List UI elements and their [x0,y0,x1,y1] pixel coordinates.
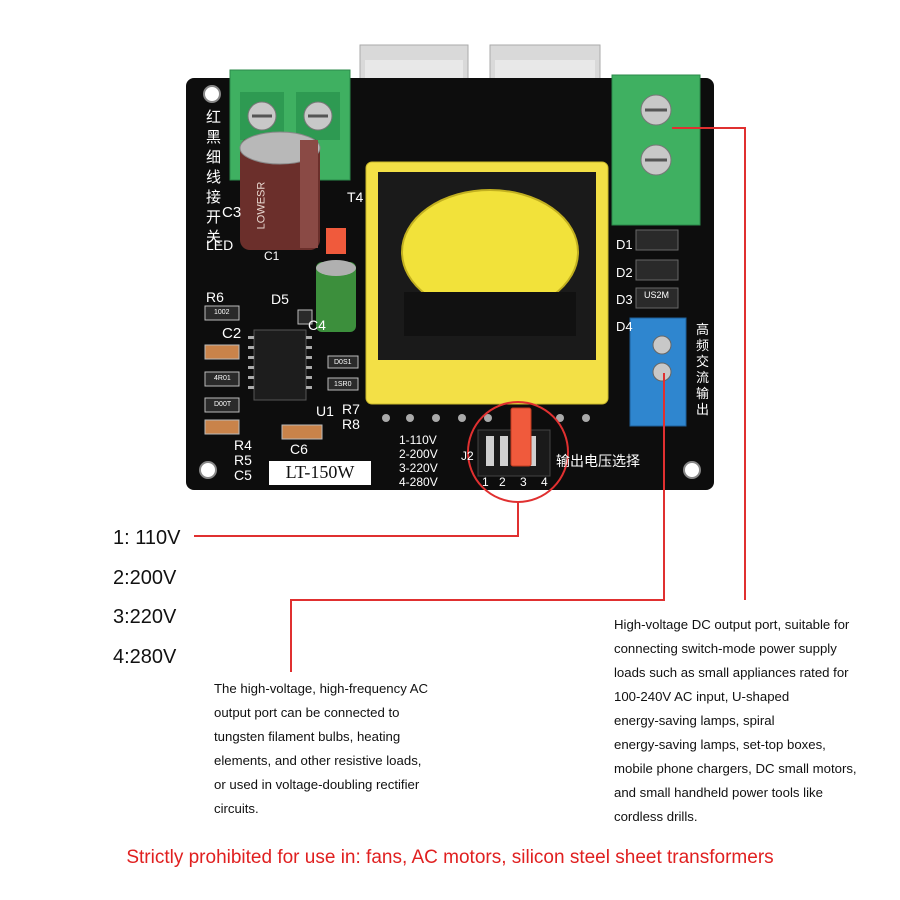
smd-code-6: US2M [644,290,670,300]
label-d5: D5 [271,291,289,307]
right-vertical-label: 高频交流输出 [695,322,709,417]
voltage-table-4: 4-280V [399,475,438,489]
voltage-option-3: 3:220V [113,606,177,628]
label-r8: R8 [342,416,360,432]
pin-number-3: 3 [520,475,527,489]
ic-chip [248,329,312,401]
voltage-option-4: 4:280V [113,646,177,668]
label-d4: D4 [616,319,633,334]
label-u1: U1 [316,403,334,419]
model-label: LT-150W [285,462,355,482]
model-label-box [267,459,373,487]
label-c4: C4 [308,317,326,333]
voltage-option-1: 1: 110V [113,527,181,549]
smd-components [204,305,359,440]
electrolytic-capacitor-large [239,131,321,250]
smd-code-2: 4R01 [214,375,231,382]
label-r7: R7 [342,401,360,417]
voltage-jumper-header [477,407,551,477]
label-r5: R5 [234,452,252,468]
warning-text: Strictly prohibited for use in: fans, AC… [126,847,774,868]
label-d2: D2 [616,265,633,280]
voltage-option-2: 2:200V [113,567,177,589]
pin-number-1: 1 [482,475,489,489]
label-c6: C6 [290,441,308,457]
label-led: LED [206,237,234,253]
smd-code-4: D0S1 [334,359,352,366]
label-c2: C2 [222,325,242,342]
label-d1: D1 [616,237,633,252]
switch-connector [326,228,346,254]
electrolytic-capacitor-small [316,260,356,332]
label-r6: R6 [206,289,224,305]
label-r4: R4 [234,437,252,453]
label-d3: D3 [616,292,633,307]
voltage-table-1: 1-110V [399,433,437,447]
voltage-table-3: 3-220V [399,461,438,475]
label-c1: C1 [264,249,280,263]
callout-lines [194,127,746,672]
ac-output-terminal [629,317,687,427]
transformer [365,161,609,422]
label-j2: J2 [461,449,474,463]
voltage-table-2: 2-200V [399,447,438,461]
label-c3: C3 [222,204,242,221]
label-t4: T4 [347,189,364,205]
smd-code-1: 1002 [214,309,230,316]
pin-number-2: 2 [499,475,506,489]
dc-output-terminal [611,74,701,226]
capacitor-marking: LOWESR [255,181,268,230]
left-vertical-label: 红黑细线接开关 [205,109,221,246]
smd-code-3: D00T [214,401,232,408]
smd-code-5: 1SR0 [334,381,352,388]
voltage-select-label: 输出电压选择 [556,453,640,469]
label-c5: C5 [234,467,252,483]
ac-output-description: The high-voltage, high-frequency AC outp… [214,681,429,816]
pin-number-4: 4 [541,475,548,489]
diodes [635,229,679,309]
dc-output-description: High-voltage DC output port, suitable fo… [614,617,857,824]
